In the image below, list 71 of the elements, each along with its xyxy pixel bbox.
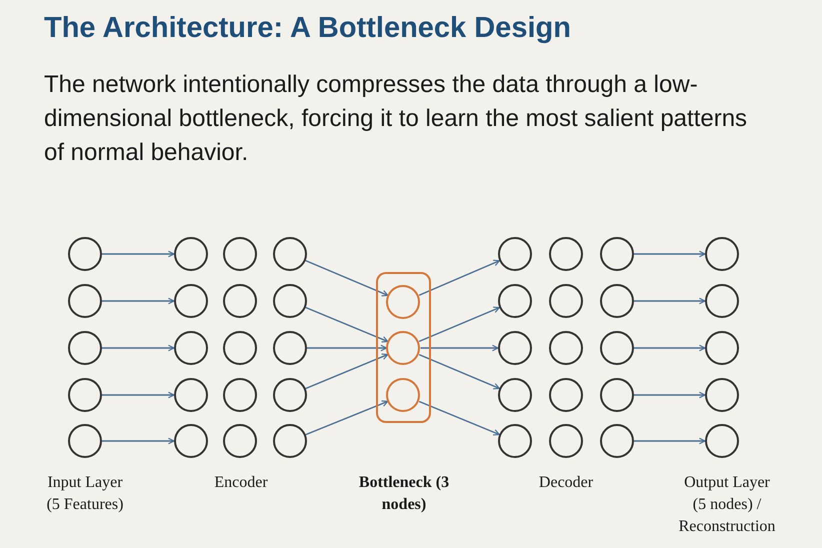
bottleneck-frame bbox=[376, 272, 431, 423]
neuron-circle bbox=[273, 424, 307, 458]
arrow bbox=[634, 438, 706, 444]
neuron-circle bbox=[68, 331, 102, 365]
neuron-circle bbox=[273, 237, 307, 271]
neuron-circle bbox=[705, 284, 739, 318]
neuron-circle bbox=[386, 330, 420, 364]
arrow bbox=[420, 344, 499, 352]
neuron-circle bbox=[705, 378, 739, 412]
neuron-circle bbox=[223, 237, 257, 271]
neuron-circle bbox=[498, 237, 532, 271]
neuron-circle bbox=[549, 424, 583, 458]
layer-label: Encoder bbox=[213, 473, 269, 493]
arrow bbox=[305, 306, 388, 342]
neuron-circle bbox=[174, 378, 208, 412]
arrow bbox=[418, 260, 500, 296]
arrow bbox=[418, 306, 500, 342]
arrow bbox=[102, 344, 175, 352]
neuron-circle bbox=[705, 424, 739, 458]
neuron-circle bbox=[174, 284, 208, 318]
neuron-circle bbox=[223, 424, 257, 458]
neuron-circle bbox=[68, 284, 102, 318]
neuron-circle bbox=[600, 331, 634, 365]
neuron-circle bbox=[600, 424, 634, 458]
neuron-circle bbox=[174, 237, 208, 271]
neuron-circle bbox=[705, 237, 739, 271]
neuron-circle bbox=[68, 237, 102, 271]
title: The Architecture: A Bottleneck Design bbox=[44, 12, 571, 45]
neuron-circle bbox=[68, 378, 102, 412]
caption: The network intentionally compresses the data through a low-dimensional bottleneck, forcing it to learn the most salient patterns of normal behavior. bbox=[44, 70, 748, 168]
arrow bbox=[305, 260, 388, 296]
neuron-circle bbox=[549, 378, 583, 412]
neuron-circle bbox=[498, 424, 532, 458]
layer-label: Output Layer (5 nodes) / Reconstruction bbox=[678, 473, 776, 537]
neuron-circle bbox=[223, 331, 257, 365]
arrow bbox=[102, 438, 175, 444]
neuron-circle bbox=[498, 378, 532, 412]
neuron-circle bbox=[273, 378, 307, 412]
arrow bbox=[634, 392, 706, 398]
arrow bbox=[634, 250, 706, 258]
neuron-circle bbox=[600, 378, 634, 412]
neuron-circle bbox=[273, 284, 307, 318]
layer-label: Input Layer (5 Features) bbox=[46, 473, 124, 515]
neuron-circle bbox=[549, 331, 583, 365]
neuron-circle bbox=[223, 284, 257, 318]
neuron-circle bbox=[498, 284, 532, 318]
neuron-circle bbox=[174, 424, 208, 458]
arrow bbox=[305, 354, 388, 390]
neuron-circle bbox=[386, 284, 420, 318]
neuron-circle bbox=[705, 331, 739, 365]
layer-label: Decoder bbox=[538, 473, 594, 493]
neuron-circle bbox=[68, 424, 102, 458]
neuron-circle bbox=[223, 378, 257, 412]
arrow bbox=[306, 400, 388, 436]
arrow bbox=[102, 298, 175, 304]
neuron-circle bbox=[498, 331, 532, 365]
arrow bbox=[102, 250, 175, 258]
arrow bbox=[102, 392, 175, 398]
neuron-circle bbox=[549, 237, 583, 271]
neuron-circle bbox=[600, 284, 634, 318]
neuron-circle bbox=[273, 331, 307, 365]
neuron-circle bbox=[174, 331, 208, 365]
neuron-circle bbox=[386, 378, 420, 412]
neuron-circle bbox=[549, 284, 583, 318]
arrow bbox=[418, 354, 500, 390]
arrow bbox=[307, 344, 388, 352]
neuron-circle bbox=[600, 237, 634, 271]
layer-label: Bottleneck (3 nodes) bbox=[358, 473, 450, 515]
arrow bbox=[634, 298, 706, 304]
arrow bbox=[634, 344, 706, 352]
arrow bbox=[418, 400, 500, 436]
